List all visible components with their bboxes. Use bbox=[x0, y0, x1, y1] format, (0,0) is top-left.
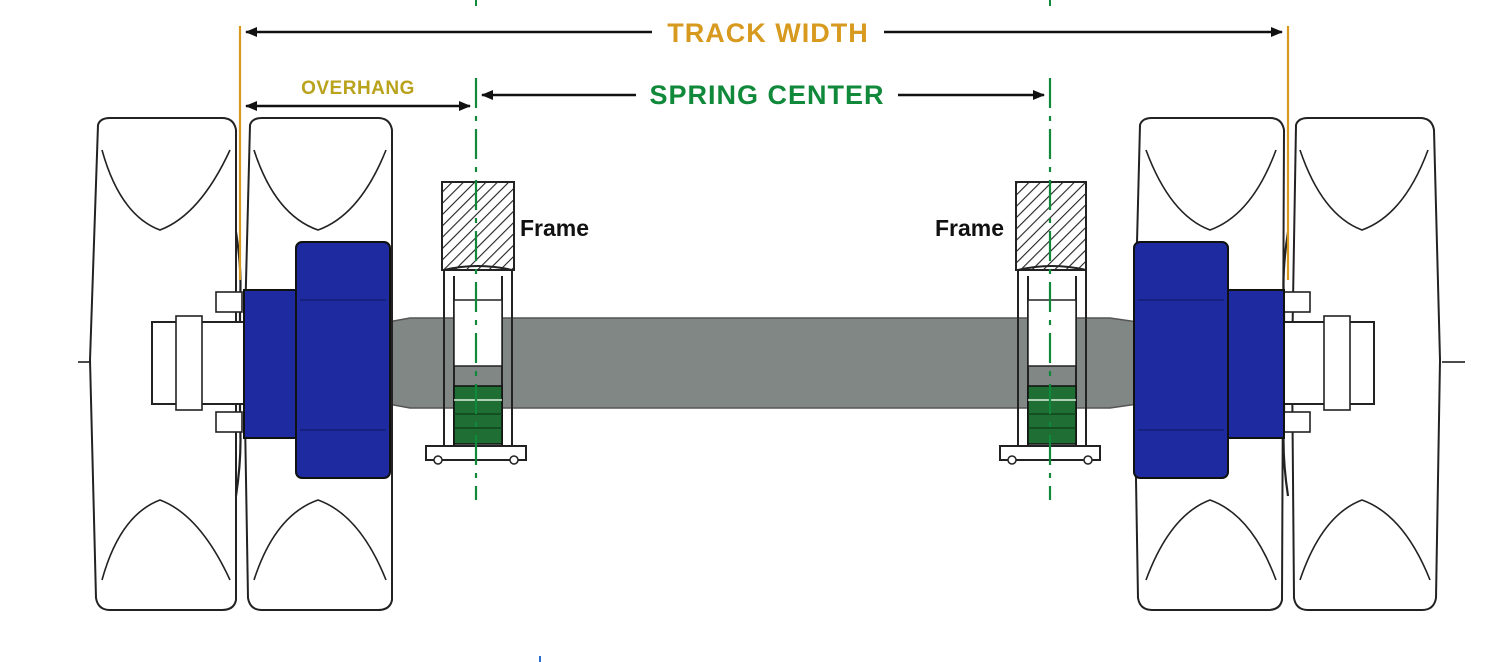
track-width-label: TRACK WIDTH bbox=[667, 18, 868, 48]
spring-center-dimension: SPRING CENTER bbox=[481, 80, 1045, 110]
right-wheel-assembly bbox=[1132, 117, 1442, 611]
right-leaf-spring bbox=[1027, 385, 1077, 445]
frame-label-left: Frame bbox=[520, 215, 589, 241]
left-frame-rail bbox=[441, 181, 515, 271]
right-hub bbox=[1225, 289, 1285, 439]
track-width-dimension: TRACK WIDTH bbox=[245, 18, 1283, 48]
overhang-dimension: OVERHANG bbox=[245, 78, 471, 111]
left-brake-drum bbox=[295, 241, 391, 479]
left-wheel-assembly bbox=[88, 117, 393, 611]
left-leaf-spring bbox=[453, 385, 503, 445]
frame-label-right: Frame bbox=[935, 215, 1004, 241]
spring-center-label: SPRING CENTER bbox=[649, 80, 884, 110]
overhang-label: OVERHANG bbox=[301, 78, 415, 99]
left-hub bbox=[243, 289, 303, 439]
right-brake-drum bbox=[1133, 241, 1229, 479]
